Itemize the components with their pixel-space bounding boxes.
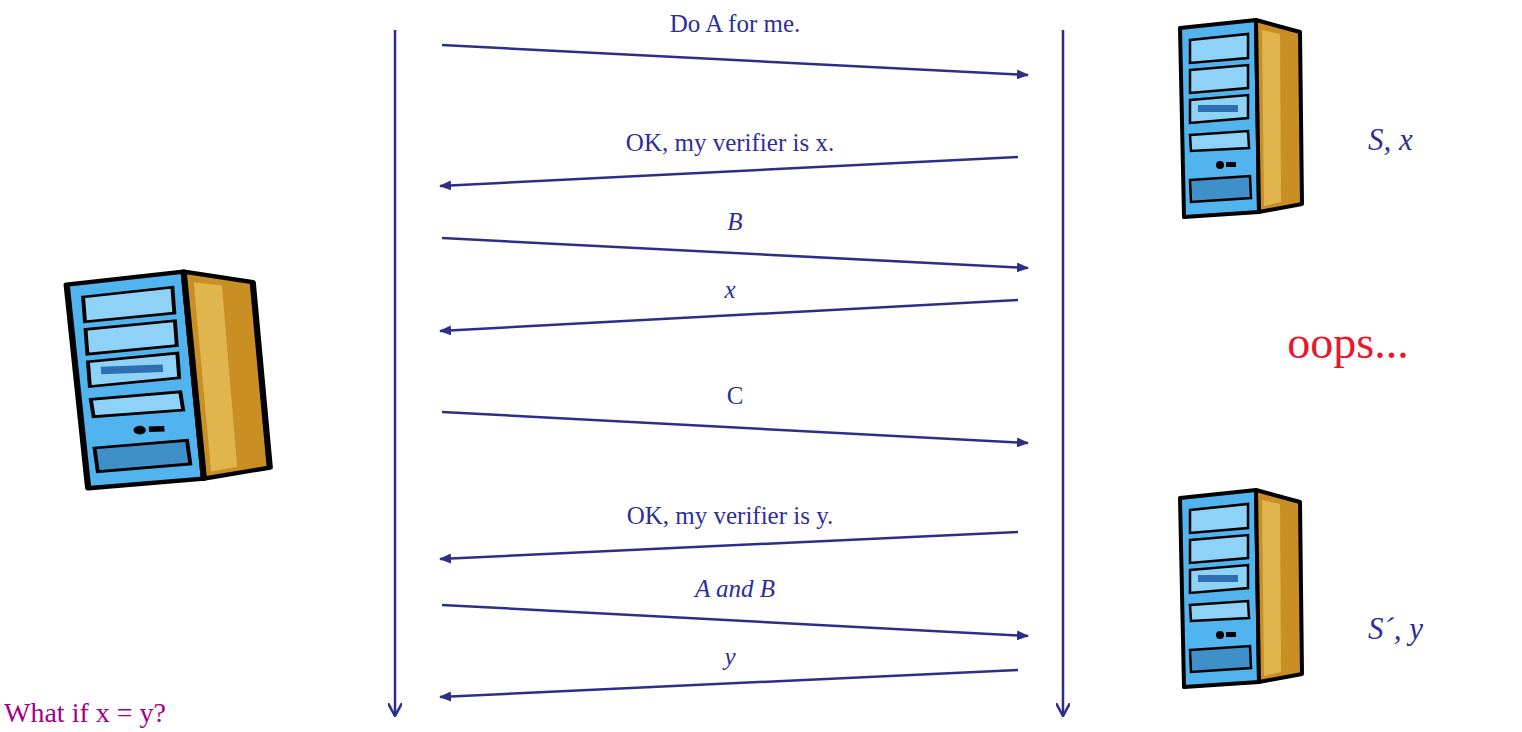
message-label: OK, my verifier is x. [626, 129, 834, 157]
server-label: S, x [1368, 123, 1413, 157]
message-label: B [727, 208, 742, 236]
message-label: y [724, 643, 735, 671]
question-note: What if x = y? [4, 698, 166, 729]
message-label: x [724, 276, 735, 304]
message-label: Do A for me. [670, 10, 801, 38]
server-label: S´, y [1368, 612, 1423, 646]
message-label: OK, my verifier is y. [627, 502, 834, 530]
message-label: A and B [695, 575, 775, 603]
message-label: C [727, 382, 744, 410]
status-note: oops... [1287, 318, 1408, 369]
